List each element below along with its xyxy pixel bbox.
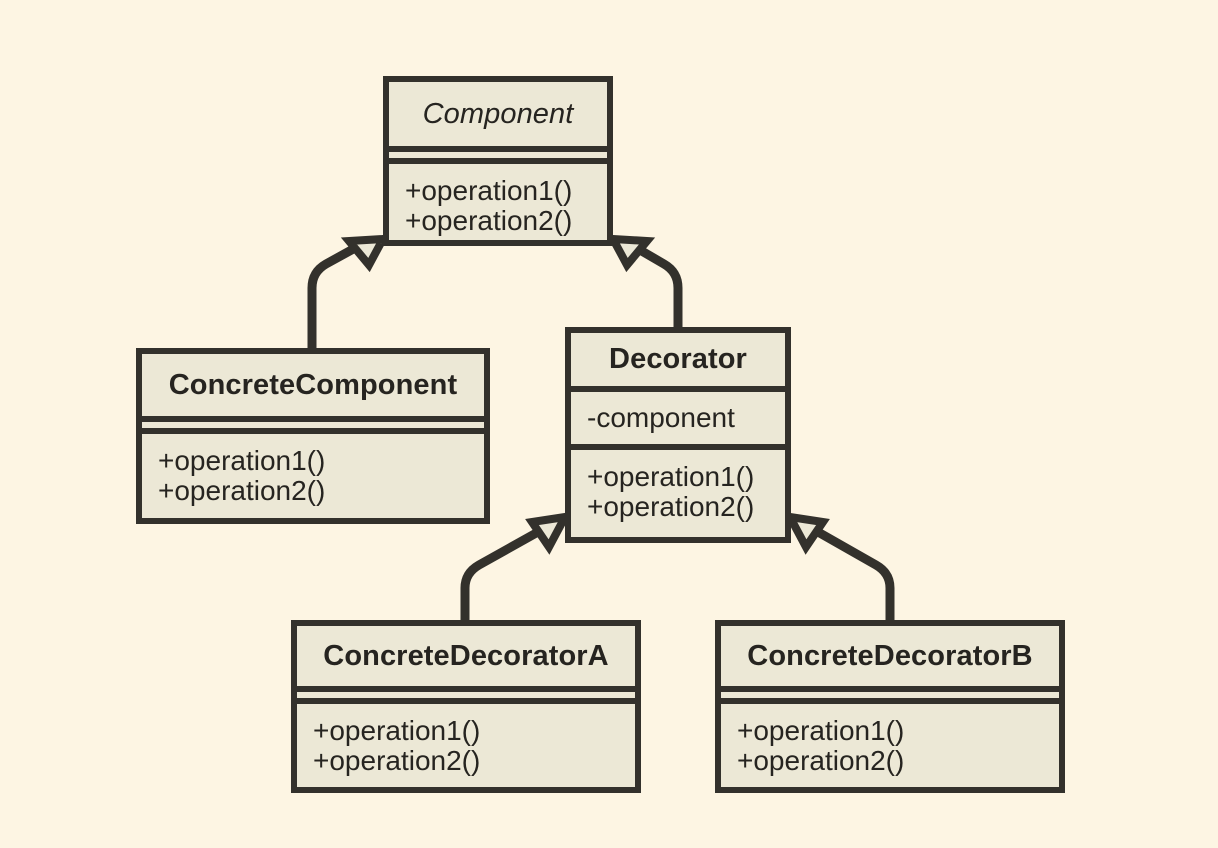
operation-line: +operation1() — [313, 715, 481, 746]
generalization-decorator-to-component — [637, 246, 683, 327]
operation-line: +operation2() — [587, 490, 755, 522]
class-operations-concrete-component: +operation1() +operation2() — [142, 428, 484, 518]
class-attributes-concrete-decorator-b — [721, 686, 1059, 698]
operation-line: +operation1() — [405, 175, 573, 206]
class-title-concrete-decorator-a: ConcreteDecoratorA — [323, 639, 609, 672]
class-title-concrete-decorator-b: ConcreteDecoratorB — [747, 639, 1033, 672]
operation-line: +operation1() — [737, 715, 905, 746]
class-operations-decorator: +operation1() +operation2() — [571, 444, 785, 537]
class-box-concrete-component[interactable]: ConcreteComponent +operation1() +operati… — [136, 348, 490, 524]
class-box-concrete-decorator-b[interactable]: ConcreteDecoratorB +operation1() +operat… — [715, 620, 1065, 793]
class-title-concrete-component: ConcreteComponent — [168, 368, 458, 401]
operation-line: +operation2() — [158, 474, 326, 506]
arrowhead-concretedecoratorb-to-decorator — [782, 511, 830, 555]
generalization-concretedecoratora-to-decorator — [460, 528, 541, 620]
class-box-concrete-decorator-a[interactable]: ConcreteDecoratorA +operation1() +operat… — [291, 620, 641, 793]
class-box-component[interactable]: Component +operation1() +operation2() — [383, 76, 613, 246]
operation-line: +operation1() — [158, 445, 326, 476]
class-title-decorator: Decorator — [609, 343, 747, 375]
class-operations-concrete-decorator-a: +operation1() +operation2() — [297, 698, 635, 787]
class-title-component: Component — [422, 97, 574, 130]
generalization-concretedecoratorb-to-decorator — [815, 528, 895, 620]
arrowhead-concretecomponent-to-component — [340, 234, 390, 273]
operation-line: +operation2() — [737, 744, 905, 776]
arrowhead-concretedecoratora-to-decorator — [525, 511, 573, 555]
generalization-concretecomponent-to-component — [307, 238, 369, 348]
class-attributes-component — [389, 146, 607, 158]
attribute-line: -component — [587, 402, 735, 433]
operation-line: +operation2() — [313, 744, 481, 776]
class-attributes-decorator: -component — [571, 386, 785, 444]
class-attributes-concrete-component — [142, 416, 484, 428]
class-operations-component: +operation1() +operation2() — [389, 158, 607, 240]
operation-line: +operation2() — [405, 204, 573, 236]
operation-line: +operation1() — [587, 461, 755, 492]
class-attributes-concrete-decorator-a — [297, 686, 635, 698]
class-box-decorator[interactable]: Decorator -component +operation1() +oper… — [565, 327, 791, 543]
arrowhead-decorator-to-component — [606, 234, 656, 273]
class-operations-concrete-decorator-b: +operation1() +operation2() — [721, 698, 1059, 787]
